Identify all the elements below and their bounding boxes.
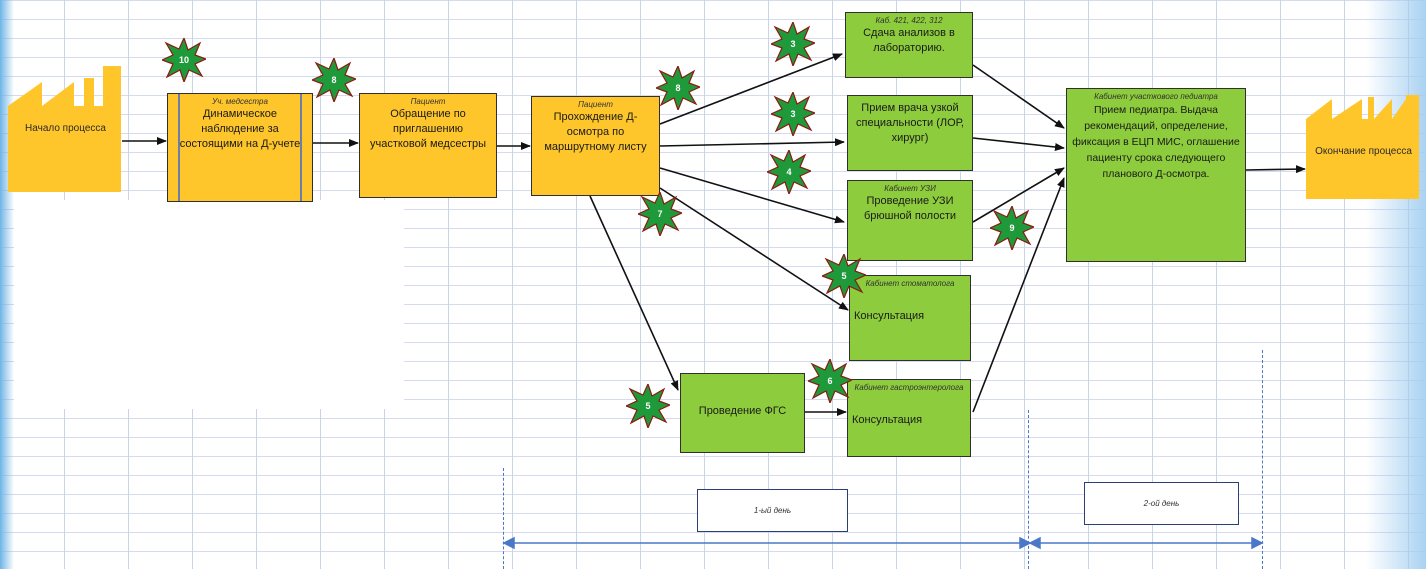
burst-marker: 10 — [160, 36, 208, 84]
arrow-lab-ped — [972, 64, 1065, 129]
burst-number: 10 — [178, 55, 189, 65]
burst-marker: 9 — [988, 204, 1036, 252]
burst-marker: 4 — [765, 148, 813, 196]
box-subtitle: Кабинет стоматолога — [865, 279, 955, 288]
timeline-divider — [1262, 350, 1263, 569]
day1-label: 1-ый день — [753, 506, 792, 515]
specialist-box: Прием врача узкой специальности (ЛОР, хи… — [847, 95, 973, 171]
burst-number: 7 — [657, 209, 663, 219]
blank-area — [14, 200, 404, 409]
box-text: Проведение ФГС — [698, 405, 787, 417]
arrow-route-fgs — [589, 195, 679, 391]
dentist-box: Кабинет стоматолога Консультация — [849, 275, 971, 361]
factory-icon — [1306, 95, 1419, 199]
box-subtitle: Кабинет участкового педиатра — [1094, 92, 1218, 101]
burst-marker: 7 — [636, 190, 684, 238]
fgs-box: Проведение ФГС — [680, 373, 805, 453]
box-text: Консультация — [854, 310, 925, 322]
day2-label: 2-ой день — [1143, 499, 1180, 508]
burst-marker: 5 — [820, 252, 868, 300]
arrow-gastro-ped — [972, 177, 1065, 413]
day2-label-box: 2-ой день — [1084, 482, 1239, 525]
timeline-arrowhead — [1019, 536, 1032, 550]
right-edge-decoration — [1366, 0, 1426, 569]
box-text: Консультация — [852, 414, 923, 426]
box-text: Прием врача узкой специальности (ЛОР, хи… — [856, 102, 964, 144]
factory-icon — [8, 66, 121, 192]
box-subtitle: Каб. 421, 422, 312 — [875, 16, 943, 25]
nurse-box: Уч. медсестра Динамическое наблюдение за… — [167, 93, 313, 202]
burst-number: 3 — [790, 39, 796, 49]
box-subtitle: Пациент — [578, 100, 613, 109]
box-text: Динамическое наблюдение за состоящими на… — [179, 108, 301, 150]
arrow-route-specialist — [659, 138, 845, 147]
gastro-box: Кабинет гастроэнтеролога Консультация — [847, 379, 971, 457]
burst-number: 3 — [790, 109, 796, 119]
burst-number: 5 — [841, 271, 847, 281]
timeline-arrowhead — [1251, 536, 1264, 550]
timeline-arrowhead — [502, 536, 515, 550]
burst-number: 6 — [827, 376, 833, 386]
box-text: Проведение УЗИ брюшной полости — [863, 195, 957, 222]
timeline-arrowhead — [1028, 536, 1041, 550]
burst-marker: 3 — [769, 90, 817, 138]
burst-marker: 3 — [769, 20, 817, 68]
end-label: Окончание процесса — [1315, 146, 1412, 157]
arrow-uzi-ped — [972, 167, 1065, 223]
start-label: Начало процесса — [25, 123, 106, 134]
burst-number: 8 — [675, 83, 681, 93]
timeline-divider — [503, 468, 504, 569]
burst-marker: 6 — [806, 357, 854, 405]
end-node: Окончание процесса — [1306, 95, 1421, 199]
patient-appeal-box: Пациент Обращение по приглашению участко… — [359, 93, 497, 198]
box-subtitle: Кабинет гастроэнтеролога — [854, 383, 964, 392]
uzi-box: Кабинет УЗИ Проведение УЗИ брюшной полос… — [847, 180, 973, 261]
arrow-route-lab — [659, 53, 843, 125]
burst-number: 8 — [331, 75, 337, 85]
timeline-divider — [1028, 410, 1029, 569]
arrow-ped-end — [1245, 165, 1306, 174]
pediatrician-box: Кабинет участкового педиатра Прием педиа… — [1066, 88, 1246, 262]
lab-box: Каб. 421, 422, 312 Сдача анализов в лабо… — [845, 12, 973, 78]
burst-number: 4 — [786, 167, 792, 177]
start-node: Начало процесса — [8, 66, 123, 192]
box-subtitle: Кабинет УЗИ — [884, 184, 936, 193]
burst-number: 5 — [645, 401, 651, 411]
burst-marker: 8 — [310, 56, 358, 104]
box-subtitle: Пациент — [410, 97, 446, 106]
box-text: Прохождение Д-осмотра по маршрутному лис… — [544, 111, 647, 153]
arrow-route-dentist — [659, 187, 849, 311]
burst-marker: 8 — [654, 64, 702, 112]
day1-label-box: 1-ый день — [697, 489, 848, 532]
burst-number: 9 — [1009, 223, 1015, 233]
box-text: Прием педиатра. Выдача рекомендаций, опр… — [1072, 104, 1240, 180]
box-text: Сдача анализов в лабораторию. — [863, 27, 955, 54]
box-text: Обращение по приглашению участковой медс… — [369, 108, 486, 150]
arrow-specialist-ped — [972, 137, 1065, 151]
arrow-route-uzi — [659, 167, 845, 224]
burst-marker: 5 — [624, 382, 672, 430]
patient-route-box: Пациент Прохождение Д-осмотра по маршрут… — [531, 96, 660, 196]
box-border-line — [300, 94, 302, 201]
box-subtitle: Уч. медсестра — [212, 97, 268, 106]
box-border-line — [178, 94, 180, 201]
